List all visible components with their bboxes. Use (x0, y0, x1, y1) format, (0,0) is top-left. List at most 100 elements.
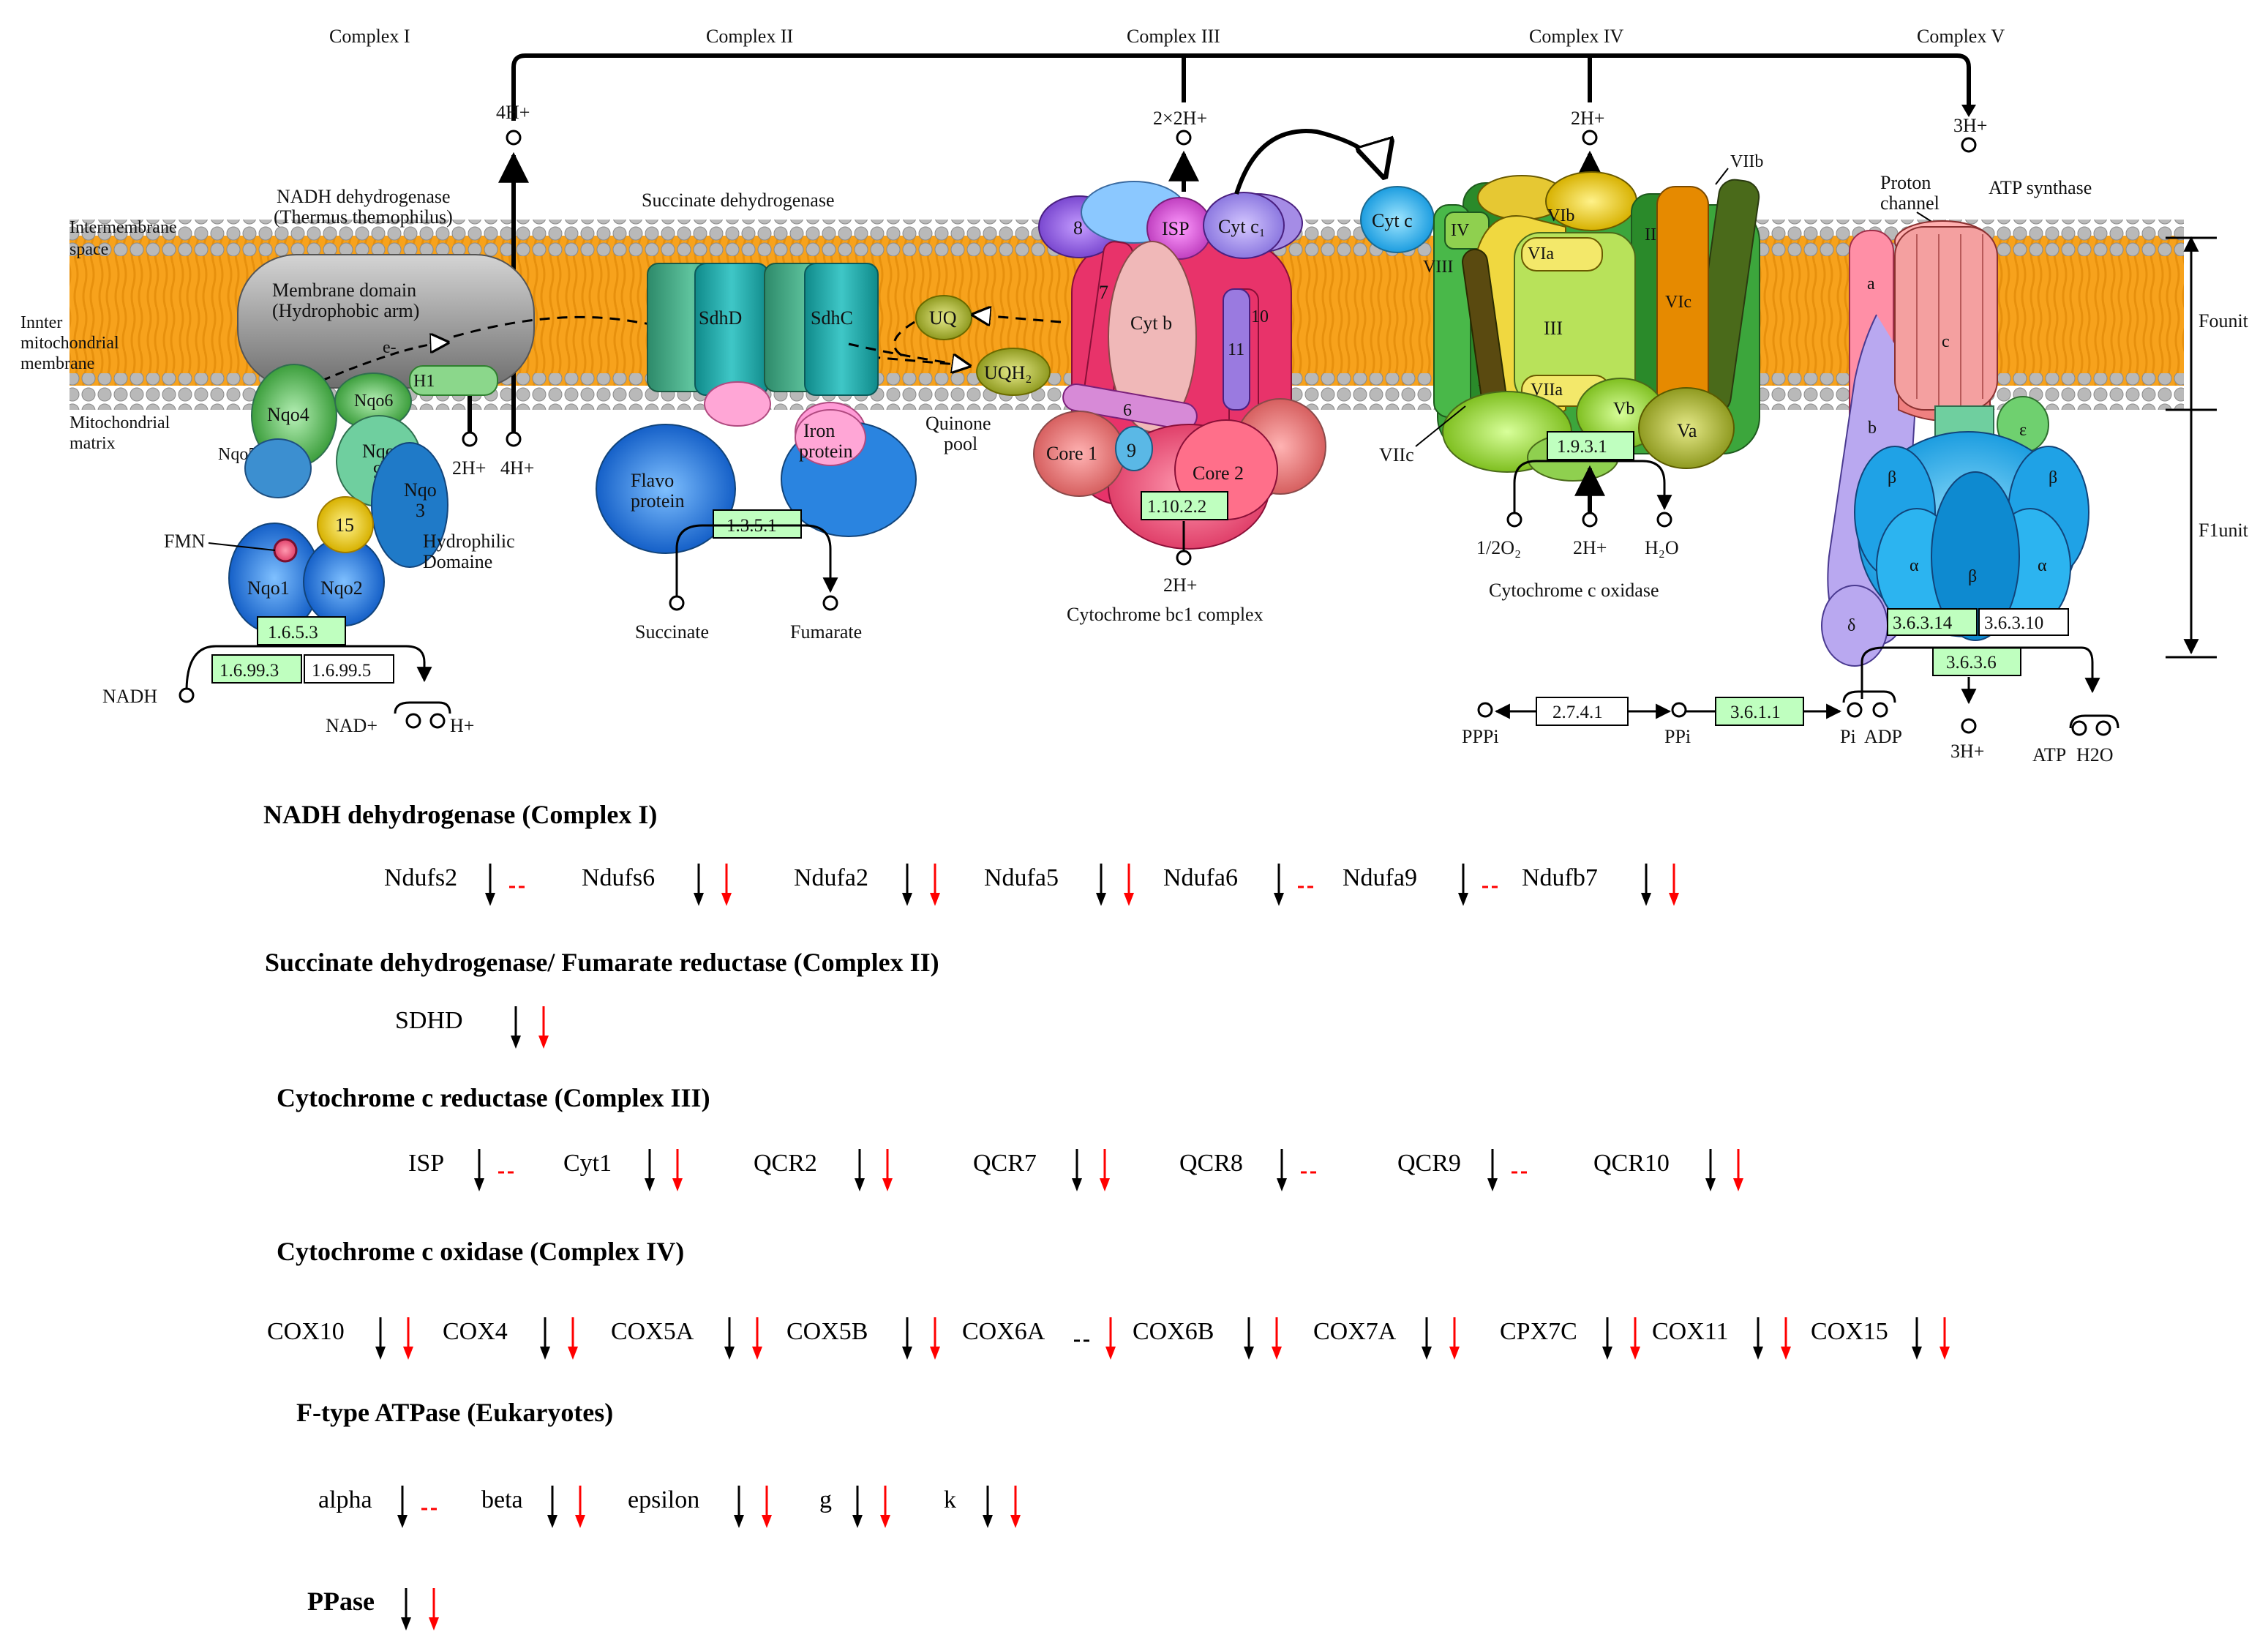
pppi-node (1477, 702, 1493, 718)
c1-subunit-15-label: 15 (335, 514, 354, 536)
c1-h1 (409, 365, 498, 396)
complex-3: 2×2H+ 8 ISP Cyt c₁ 7 Cyt b 10 11 6 Core … (1033, 108, 1384, 625)
ec-2-7-4-1[interactable] (1536, 697, 1629, 726)
red-down-arrow-cox15 (1940, 1317, 1950, 1360)
gene-label-cox10[interactable]: COX10 (267, 1318, 345, 1345)
connector-arrowhead-c5 (1961, 105, 1976, 117)
ec-1-6-99-5[interactable] (304, 654, 394, 684)
c5-alpha-left-label: α (1910, 556, 1919, 575)
gene-label-ndufa5[interactable]: Ndufa5 (984, 864, 1059, 891)
gene-label-cox6a[interactable]: COX6A (962, 1318, 1045, 1345)
gene-label-beta[interactable]: beta (481, 1486, 523, 1513)
gene-label-ndufs2[interactable]: Ndufs2 (384, 864, 457, 891)
gene-label-cox7a[interactable]: COX7A (1313, 1318, 1397, 1345)
gene-label-qcr9[interactable]: QCR9 (1397, 1150, 1461, 1177)
ec-3-6-3-6[interactable] (1932, 647, 2021, 676)
c1-bottom-proton-1: 2H+ (452, 457, 486, 479)
gene-label-cox5a[interactable]: COX5A (611, 1318, 694, 1345)
c2-sdhd-label: SdhD (699, 307, 742, 329)
black-down-arrow-epsilon (734, 1486, 744, 1528)
gene-label-qcr10[interactable]: QCR10 (1593, 1150, 1670, 1177)
gene-label-cox5b[interactable]: COX5B (786, 1318, 868, 1345)
gene-label-cox6b[interactable]: COX6B (1133, 1318, 1214, 1345)
c3-subunit-10-label: 10 (1251, 307, 1269, 326)
c1-nad-label: NAD+ (326, 715, 378, 736)
black-down-arrow-ndufa6 (1274, 864, 1284, 906)
c4-reaction-arrow (1513, 460, 1672, 512)
c1-top-proton: 4H+ (496, 102, 530, 123)
c3-subunit-11 (1223, 288, 1250, 411)
section-title-complex-3: Cytochrome c reductase (Complex III) (277, 1083, 710, 1112)
ec-1-10-2-2[interactable] (1141, 491, 1228, 520)
c4-viic-pointer (1415, 405, 1466, 447)
section-title-atpase: F-type ATPase (Eukaryotes) (296, 1398, 613, 1427)
c3-cyt-c1 (1203, 192, 1285, 259)
red-down-arrow-cox7a (1449, 1317, 1460, 1360)
gene-label-ndufa2[interactable]: Ndufa2 (794, 864, 868, 891)
c5-h2o-label: H2O (2076, 744, 2114, 765)
gene-label-qcr8[interactable]: QCR8 (1179, 1150, 1243, 1177)
c1-h1-label: H1 (413, 372, 435, 391)
ec-1-6-5-3[interactable] (257, 616, 346, 645)
gene-label-ndufa9[interactable]: Ndufa9 (1343, 864, 1417, 891)
ec-3-6-3-14[interactable] (1887, 608, 1978, 636)
section-title-complex-1: NADH dehydrogenase (Complex I) (263, 800, 657, 829)
header-complex-2: Complex II (706, 26, 793, 47)
ec-3-6-3-10[interactable] (1978, 608, 2069, 636)
ec-1-6-99-3-label: 1.6.99.3 (219, 661, 279, 681)
ec-1-6-99-3[interactable] (211, 654, 302, 684)
c5-beta-right-label: β (2049, 468, 2057, 487)
c2-iron-protein-cap (795, 409, 866, 466)
ec-1-9-3-1-label: 1.9.3.1 (1557, 437, 1607, 457)
c4-vb-label: Vb (1613, 400, 1634, 419)
gene-label-cpx7c[interactable]: CPX7C (1500, 1318, 1577, 1345)
red-down-arrow-cox5b (930, 1317, 940, 1360)
c5-title: ATP synthase (1989, 177, 2092, 198)
c3-bottom-node (1176, 550, 1192, 566)
c1-nadh-node (179, 687, 195, 703)
black-down-arrow-cox6b (1244, 1317, 1254, 1360)
c5-subunit-epsilon-label: ε (2019, 421, 2027, 440)
c2-uqh2 (976, 348, 1051, 396)
gene-label-isp[interactable]: ISP (408, 1150, 444, 1177)
c3-cyt-c1-label: Cyt c₁ (1218, 216, 1266, 237)
c3-top-proton-node (1176, 130, 1192, 146)
c2-linker (704, 381, 771, 427)
gene-label-cyt1[interactable]: Cyt1 (563, 1150, 612, 1177)
c2-succinate-label: Succinate (635, 621, 709, 643)
c4-via (1521, 237, 1603, 272)
red-down-arrow-cox11 (1781, 1317, 1791, 1360)
f1-unit-label: F1unit (2198, 520, 2249, 541)
gene-label-k[interactable]: k (944, 1486, 956, 1513)
complex-4: Cyt c 2H+ VIII IV VIb II VIIb VIc I III … (1360, 108, 1763, 601)
red-down-arrow-ppase (429, 1588, 439, 1631)
gene-label-ndufb7[interactable]: Ndufb7 (1522, 864, 1598, 891)
gene-label-sdhd[interactable]: SDHD (395, 1007, 463, 1034)
gene-label-cox15[interactable]: COX15 (1811, 1318, 1888, 1345)
gene-label-cox4[interactable]: COX4 (443, 1318, 508, 1345)
c4-o2-node (1506, 512, 1522, 528)
c5-pi-label: Pi (1840, 726, 1856, 747)
ec-3-6-1-1[interactable] (1715, 697, 1804, 726)
c1-nad-node (405, 713, 421, 729)
c2-flavoprotein (596, 424, 736, 554)
gene-label-ndufa6[interactable]: Ndufa6 (1163, 864, 1238, 891)
c4-2h-label: 2H+ (1573, 537, 1607, 558)
c2-sdhc (804, 263, 879, 396)
c1-node-4h (506, 431, 522, 447)
c1-h-node (429, 713, 446, 729)
gene-label-epsilon[interactable]: epsilon (628, 1486, 699, 1513)
ec-1-9-3-1[interactable] (1547, 431, 1634, 460)
gene-label-cox11[interactable]: COX11 (1652, 1318, 1729, 1345)
gene-label-alpha[interactable]: alpha (318, 1486, 372, 1513)
gene-label-ndufs6[interactable]: Ndufs6 (582, 864, 655, 891)
ec-1-3-5-1[interactable] (713, 509, 802, 539)
gene-label-g[interactable]: g (819, 1486, 832, 1513)
black-down-arrow-beta (547, 1486, 557, 1528)
gene-label-qcr7[interactable]: QCR7 (973, 1150, 1037, 1177)
black-down-arrow-ppase (401, 1588, 411, 1631)
c4-va-label: Va (1677, 420, 1697, 441)
c5-atp-node (2071, 720, 2087, 736)
c4-vic-label: VIc (1665, 293, 1691, 312)
gene-label-qcr2[interactable]: QCR2 (754, 1150, 817, 1177)
